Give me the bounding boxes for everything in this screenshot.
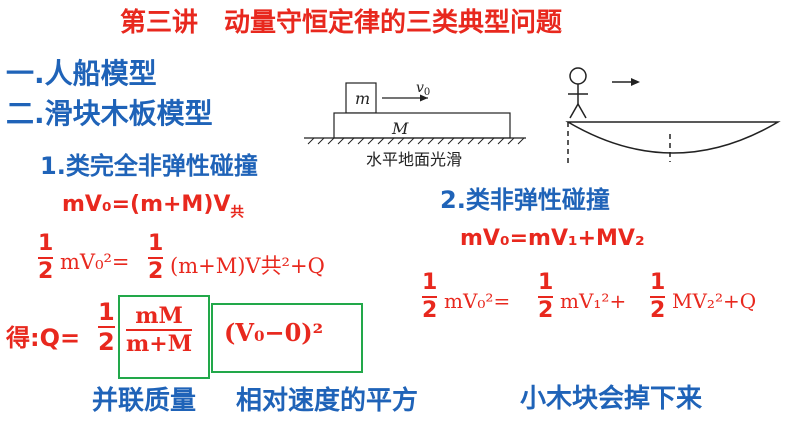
case1-momentum-equation: mV₀=(m+M)V共: [62, 192, 244, 220]
person-head: [569, 67, 587, 85]
case1-energy-left: mV₀²=: [60, 250, 130, 274]
ground-hatching: [307, 137, 525, 145]
case1-momentum-text: mV₀=(m+M)V: [62, 192, 231, 217]
case1-heading: 1.类完全非弹性碰撞: [40, 152, 258, 180]
velocity-label: v0: [416, 80, 430, 98]
page-title: 第三讲 动量守恒定律的三类典型问题: [120, 8, 563, 38]
person-body: [568, 84, 588, 119]
relative-velocity-box: [211, 303, 363, 373]
case2-energy-half-c: 1 2: [650, 270, 666, 323]
case1-energy-half-left: 1 2: [38, 231, 54, 284]
case2-energy-half-b: 1 2: [538, 270, 554, 323]
case1-momentum-sub: 共: [230, 204, 245, 221]
small-block-label: m: [355, 89, 370, 108]
section-heading-1: 一.人船模型: [6, 57, 157, 90]
motion-arrowhead: [631, 78, 640, 86]
case2-momentum-equation: mV₀=mV₁+MV₂: [460, 226, 645, 251]
board-shape: [333, 112, 511, 139]
note-relative-velocity: 相对速度的平方: [236, 386, 419, 416]
boat-hull: [565, 121, 781, 154]
reduced-mass-box: [118, 295, 210, 379]
result-half: 1 2: [98, 298, 115, 356]
relative-velocity-squared: (V₀−0)²: [224, 318, 324, 347]
reduced-mass-fraction: mM m+M: [126, 303, 193, 357]
note-reduced-mass: 并联质量: [92, 386, 197, 416]
velocity-arrowhead: [420, 94, 428, 102]
case2-energy-c: MV₂²+Q: [672, 289, 757, 313]
small-block-shape: [345, 82, 377, 114]
case1-energy-right: (m+M)V共²+Q: [170, 254, 325, 278]
ground-caption: 水平地面光滑: [366, 150, 462, 169]
person-boat-diagram: [565, 67, 781, 166]
case2-energy-b: mV₁²+: [560, 289, 627, 313]
case1-energy-half-right: 1 2: [148, 231, 164, 284]
board-label: M: [391, 119, 409, 138]
note-falls-off: 小木块会掉下来: [520, 384, 703, 414]
result-label: 得:Q=: [6, 324, 81, 352]
block-board-diagram: m v0 M 水平地面光滑: [304, 80, 526, 169]
case2-energy-half-a: 1 2: [422, 270, 438, 323]
section-heading-2: 二.滑块木板模型: [6, 97, 213, 130]
case2-heading: 2.类非弹性碰撞: [440, 186, 610, 214]
case2-energy-a: mV₀²=: [444, 289, 511, 313]
